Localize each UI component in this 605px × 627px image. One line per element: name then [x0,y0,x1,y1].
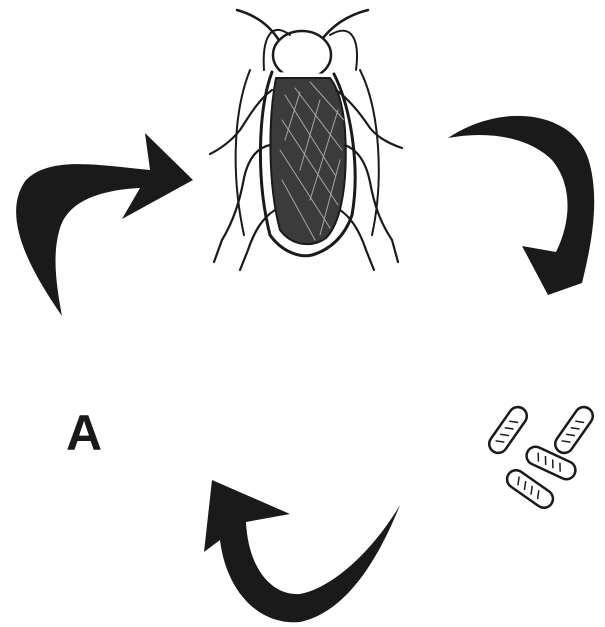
cycle-arrow-icon [204,480,400,622]
adult-cockroach-icon [210,10,402,270]
ootheca-egg-cases-icon [486,404,597,512]
cycle-arrow-icon [448,116,594,295]
stage-label: A [66,408,102,458]
cycle-arrow-icon [16,133,193,316]
